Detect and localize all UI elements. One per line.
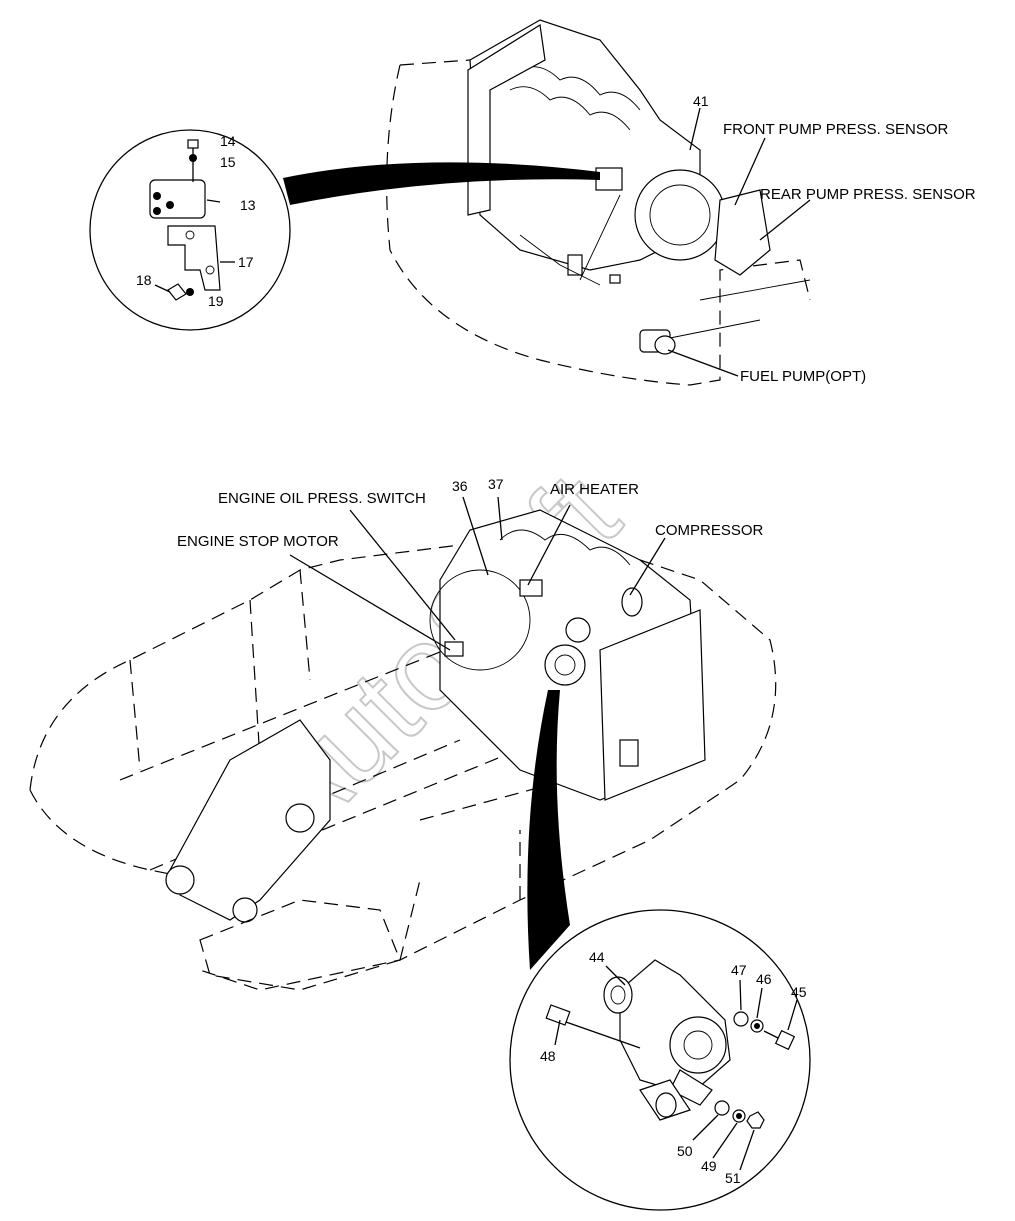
callout-45: 45 (791, 984, 807, 1000)
callout-49: 49 (701, 1158, 717, 1174)
bolt-45 (763, 1029, 796, 1051)
fuel-pump-part (639, 329, 676, 355)
callout-44: 44 (589, 949, 605, 965)
lower-flywheel (429, 569, 531, 671)
top-engine-assembly (386, 19, 811, 386)
lower-alternator (544, 644, 586, 686)
relay-detail-callout (89, 129, 600, 331)
label-fuel-pump: FUEL PUMP(OPT) (740, 368, 866, 385)
nut-51 (746, 1111, 765, 1129)
callout-47: 47 (731, 962, 747, 978)
relay-detail-circle (89, 129, 291, 331)
callout-48: 48 (540, 1048, 556, 1064)
bolt-48 (545, 1004, 641, 1049)
label-front-pump-sensor: FRONT PUMP PRESS. SENSOR (723, 121, 948, 138)
flywheel-housing (634, 169, 726, 261)
callout-50: 50 (677, 1143, 693, 1159)
callout-13: 13 (240, 197, 256, 213)
labels: FRONT PUMP PRESS. SENSOR REAR PUMP PRESS… (177, 121, 976, 550)
label-engine-oil-switch: ENGINE OIL PRESS. SWITCH (218, 490, 426, 507)
washer-47 (733, 1011, 749, 1027)
label-engine-stop-motor: ENGINE STOP MOTOR (177, 533, 339, 550)
alternator (603, 959, 731, 1121)
boom (169, 719, 331, 921)
callout-41: 41 (693, 93, 709, 109)
callout-18: 18 (136, 272, 152, 288)
relay-body (149, 179, 206, 219)
callout-51: 51 (725, 1170, 741, 1186)
callout-14: 14 (220, 133, 236, 149)
relay-callout-pointer (283, 162, 600, 205)
callout-19: 19 (208, 293, 224, 309)
callout-36: 36 (452, 478, 468, 494)
callout-15: 15 (220, 154, 236, 170)
label-air-heater: AIR HEATER (550, 481, 639, 498)
bottom-leaders (289, 496, 666, 651)
hydraulic-pump (714, 189, 771, 276)
upper-chassis-outline (386, 59, 811, 386)
relay-bracket (167, 225, 221, 291)
washer-50 (714, 1100, 730, 1116)
alternator-detail-callout (509, 690, 811, 1211)
label-rear-pump-sensor: REAR PUMP PRESS. SENSOR (760, 186, 976, 203)
lower-chassis-outline (29, 544, 777, 991)
callout-37: 37 (488, 476, 504, 492)
top-leaders (667, 107, 811, 377)
label-compressor: COMPRESSOR (655, 522, 764, 539)
wiring-harness (519, 194, 811, 341)
callout-numbers: 41 14 15 13 17 18 19 36 37 44 47 46 45 4… (136, 93, 807, 1186)
alternator-detail-circle (509, 909, 811, 1211)
callout-17: 17 (238, 254, 254, 270)
bottom-machine-assembly (29, 509, 777, 991)
alternator-callout-pointer (527, 690, 570, 970)
callout-46: 46 (756, 971, 772, 987)
